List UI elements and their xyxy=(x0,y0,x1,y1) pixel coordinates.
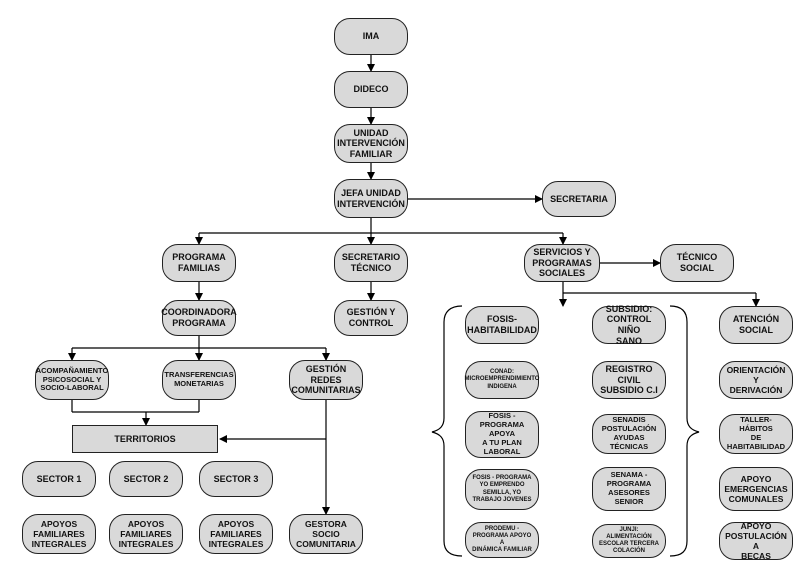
node-fosis-yo-emprendo: FOSIS - PROGRAMA YO EMPRENDO SEMILLA, YO… xyxy=(465,469,539,510)
node-apoyos-familiares-1: APOYOS FAMILIARES INTEGRALES xyxy=(22,514,96,554)
node-sector-2: SECTOR 2 xyxy=(109,461,183,497)
node-sector-3: SECTOR 3 xyxy=(199,461,273,497)
node-secretario-tecnico: SECRETARIO TÉCNICO xyxy=(334,244,408,282)
node-territorios: TERRITORIOS xyxy=(72,425,218,453)
node-ima: IMA xyxy=(334,18,408,55)
node-sector-1: SECTOR 1 xyxy=(22,461,96,497)
node-senama: SENAMA - PROGRAMA ASESORES SENIOR xyxy=(592,467,666,511)
node-atencion-social: ATENCIÓN SOCIAL xyxy=(719,306,793,344)
node-programa-familias: PROGRAMA FAMILIAS xyxy=(162,244,236,282)
node-dideco: DIDECO xyxy=(334,71,408,108)
node-apoyo-becas: APOYO POSTULACIÓN A BECAS xyxy=(719,521,793,561)
node-apoyo-emergencias: APOYO EMERGENCIAS COMUNALES xyxy=(719,467,793,511)
node-acompanamiento: ACOMPAÑAMIENTO PSICOSOCIAL Y SOCIO-LABOR… xyxy=(35,360,109,400)
node-servicios-programas-sociales: SERVICIOS Y PROGRAMAS SOCIALES xyxy=(524,244,600,282)
node-secretaria: SECRETARIA xyxy=(542,181,616,217)
node-orientacion-derivacion: ORIENTACIÓN Y DERIVACIÓN xyxy=(719,361,793,399)
node-prodemu: PRODEMU - PROGRAMA APOYO A DINÁMICA FAMI… xyxy=(465,522,539,558)
node-coordinadora-programa: COORDINADORA PROGRAMA xyxy=(161,300,237,336)
node-apoyos-familiares-2: APOYOS FAMILIARES INTEGRALES xyxy=(109,514,183,554)
node-tecnico-social: TÉCNICO SOCIAL xyxy=(660,244,734,282)
node-junji: JUNJI: ALIMENTACIÓN ESCOLAR TERCERA COLA… xyxy=(592,524,666,558)
node-gestion-redes: GESTIÓN REDES COMUNITARIAS xyxy=(289,360,363,400)
node-subsidio-control-nino-sano: SUBSIDIO: CONTROL NIÑO SANO xyxy=(592,304,666,346)
node-jefa-unidad: JEFA UNIDAD INTERVENCIÓN xyxy=(334,179,408,218)
node-gestora-socio-comunitaria: GESTORA SOCIO COMUNITARIA xyxy=(289,514,363,554)
node-unidad-intervencion-familiar: UNIDAD INTERVENCIÓN FAMILIAR xyxy=(334,124,408,163)
node-apoyos-familiares-3: APOYOS FAMILIARES INTEGRALES xyxy=(199,514,273,554)
node-taller-habitos: TALLER-HÁBITOS DE HABITABILIDAD xyxy=(719,414,793,454)
node-fosis-plan-laboral: FOSIS - PROGRAMA APOYA A TU PLAN LABORAL xyxy=(465,411,539,458)
node-gestion-control: GESTIÓN Y CONTROL xyxy=(334,300,408,336)
node-fosis-habitabilidad: FOSIS- HABITABILIDAD xyxy=(465,306,539,344)
node-registro-civil: REGISTRO CIVIL SUBSIDIO C.I xyxy=(592,361,666,399)
node-conad: CONAD: MICROEMPRENDIMIENTO INDIGENA xyxy=(465,361,539,399)
node-senadis: SENADIS POSTULACIÓN AYUDAS TÉCNICAS xyxy=(592,414,666,454)
node-transferencias: TRANSFERENCIAS MONETARIAS xyxy=(162,360,236,400)
